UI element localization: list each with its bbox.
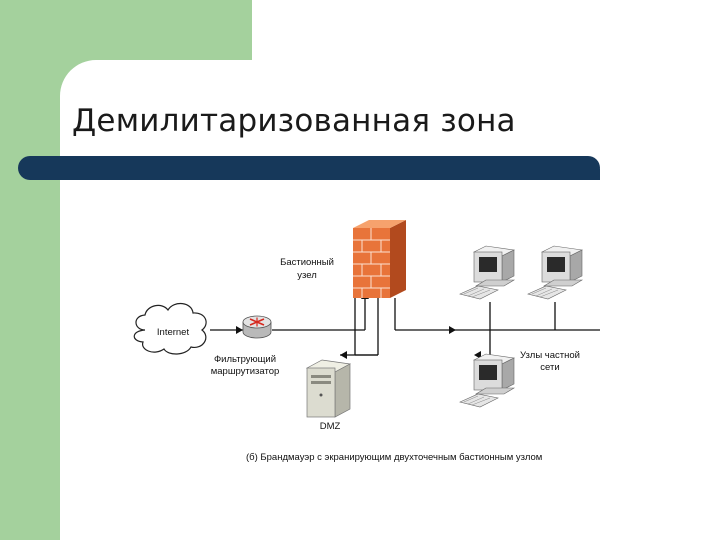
firewall-bastion-icon: [353, 220, 406, 298]
router-icon: [242, 315, 272, 339]
diagram-caption: (б) Брандмауэр с экранирующим двухточечн…: [246, 452, 543, 463]
label-internet: Internet: [156, 327, 190, 338]
label-dmz: DMZ: [319, 421, 341, 432]
network-lines: [210, 298, 600, 356]
label-private-nodes-line2: сети: [540, 362, 560, 373]
internet-cloud-icon: [133, 303, 207, 355]
arrow-to-private-pc: [474, 351, 481, 359]
label-router-line2: маршрутизатор: [210, 366, 280, 377]
arrow-heads: [236, 292, 481, 359]
arrow-to-dmz: [340, 351, 347, 359]
green-corner: [60, 60, 96, 96]
private-pc-icon-1: [459, 245, 516, 300]
dmz-server-icon: [305, 359, 352, 418]
label-private-nodes-line1: Узлы частной: [520, 350, 580, 361]
page-title: Демилитаризованная зона: [72, 103, 516, 139]
private-pc-icon-3: [459, 353, 516, 408]
label-bastion-line1: Бастионный: [280, 257, 334, 268]
label-bastion-line2: узел: [297, 270, 317, 281]
private-pc-icon-2: [527, 245, 584, 300]
slide-background: [0, 0, 600, 540]
arrow-to-router: [236, 326, 243, 334]
label-router-line1: Фильтрующий: [213, 354, 277, 365]
green-left-strip: [0, 0, 60, 540]
arrow-to-lan: [449, 326, 456, 334]
